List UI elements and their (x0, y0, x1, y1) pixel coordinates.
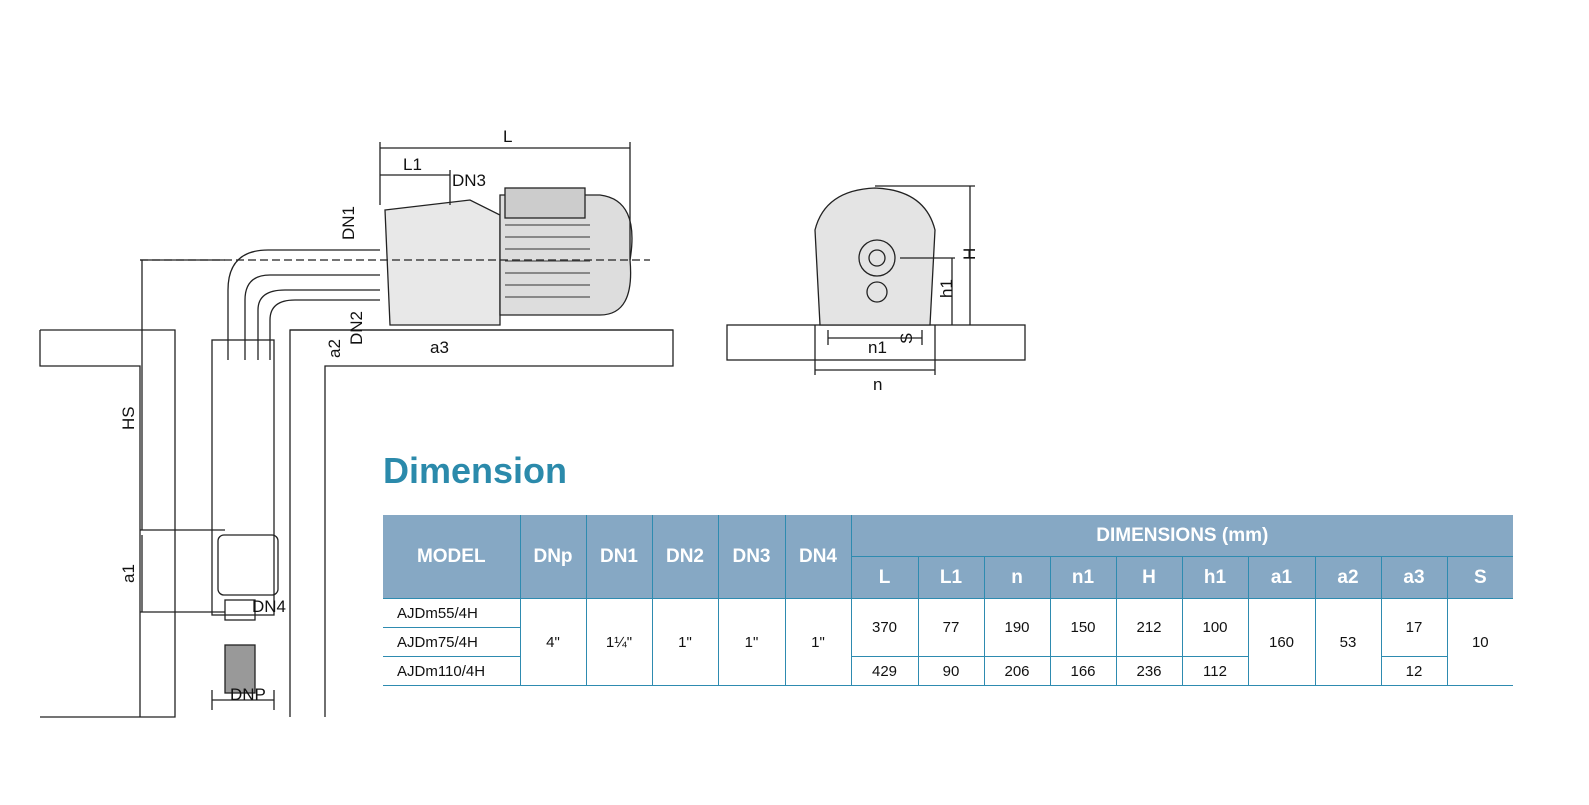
dim-n (814, 325, 936, 375)
header-a2: a2 (1314, 556, 1382, 599)
n-cell: 206 (983, 656, 1051, 686)
label-DNP: DNP (230, 685, 266, 704)
dim-h1 (900, 257, 955, 325)
motor-terminal-box (504, 187, 586, 219)
n1-cell: 150 (1049, 598, 1117, 657)
foot-valve (224, 599, 256, 621)
label-a1: a1 (119, 564, 138, 583)
L-cell: 370 (850, 598, 919, 657)
header-dimensions: DIMENSIONS (mm) (850, 515, 1514, 557)
dn4-cell: 1" (784, 598, 852, 686)
strainer (224, 644, 256, 694)
table-row: AJDm110/4H 429 90 206 166 236 112 12 (383, 656, 1513, 686)
dim-a1 (140, 535, 225, 613)
dim-n1 (827, 330, 923, 345)
S-cell: 10 (1446, 598, 1514, 686)
pump-front-view (814, 187, 936, 326)
dimension-table: MODEL DNp DN1 DN2 DN3 DN4 DIMENSIONS (mm… (383, 515, 1514, 686)
label-DN1: DN1 (339, 206, 358, 240)
label-h1: h1 (937, 279, 956, 298)
pump-inlet-circle (858, 239, 896, 277)
dn1-cell: 1¼" (585, 598, 653, 686)
H-cell: 212 (1115, 598, 1183, 657)
label-L1: L1 (403, 155, 422, 174)
label-n1: n1 (868, 338, 887, 357)
a2-cell: 53 (1314, 598, 1382, 686)
a1-cell: 160 (1247, 598, 1316, 686)
L1-cell: 90 (917, 656, 985, 686)
label-L: L (503, 127, 512, 146)
n-cell: 190 (983, 598, 1051, 657)
table-row: AJDm55/4H 4" 1¼" 1" 1" 1" 370 77 190 150… (383, 598, 1514, 686)
dim-H (875, 185, 975, 325)
label-S: S (897, 333, 916, 344)
header-dn4: DN4 (784, 515, 852, 599)
ejector (217, 534, 279, 596)
L-cell: 429 (850, 656, 919, 686)
dn2-cell: 1" (651, 598, 719, 686)
model-cell: AJDm110/4H (383, 656, 521, 686)
header-n: n (983, 556, 1051, 599)
header-L1: L1 (917, 556, 985, 599)
pressure-pipe (257, 289, 380, 360)
pump-body-side (384, 199, 501, 326)
a3-cell: 12 (1380, 656, 1448, 686)
dim-L (379, 142, 631, 260)
header-S: S (1446, 556, 1514, 599)
ground-slab-right (289, 329, 674, 717)
header-dnp: DNp (519, 515, 587, 599)
model-cell: AJDm75/4H (383, 627, 521, 657)
section-title: Dimension (383, 450, 568, 491)
dn3-cell: 1" (717, 598, 786, 686)
h1-cell: 112 (1181, 656, 1249, 686)
header-H: H (1115, 556, 1183, 599)
H-cell: 236 (1115, 656, 1183, 686)
dnp-cell: 4" (519, 598, 587, 686)
h1-cell: 100 (1181, 598, 1249, 657)
label-H: H (960, 248, 979, 260)
header-a3: a3 (1380, 556, 1448, 599)
model-cell: AJDm55/4H (383, 598, 521, 628)
label-HS: HS (119, 406, 138, 430)
label-n: n (873, 375, 882, 394)
L1-cell: 77 (917, 598, 985, 657)
header-dn3: DN3 (717, 515, 786, 599)
header-h1: h1 (1181, 556, 1249, 599)
a3-cell: 17 (1380, 598, 1448, 657)
header-a1: a1 (1247, 556, 1316, 599)
header-L: L (851, 556, 919, 599)
label-DN2: DN2 (347, 311, 366, 345)
header-model: MODEL (383, 515, 521, 599)
ground-slab-left (39, 329, 176, 718)
header-n1: n1 (1049, 556, 1117, 599)
n1-cell: 166 (1049, 656, 1117, 686)
label-DN4: DN4 (252, 597, 286, 616)
label-a3: a3 (430, 338, 449, 357)
well-pipe-outer (211, 339, 275, 616)
header-dn1: DN1 (585, 515, 653, 599)
label-a2: a2 (325, 339, 344, 358)
dim-DNP (211, 690, 275, 710)
label-DN3: DN3 (452, 171, 486, 190)
dim-L1 (380, 170, 451, 205)
header-dn2: DN2 (651, 515, 719, 599)
